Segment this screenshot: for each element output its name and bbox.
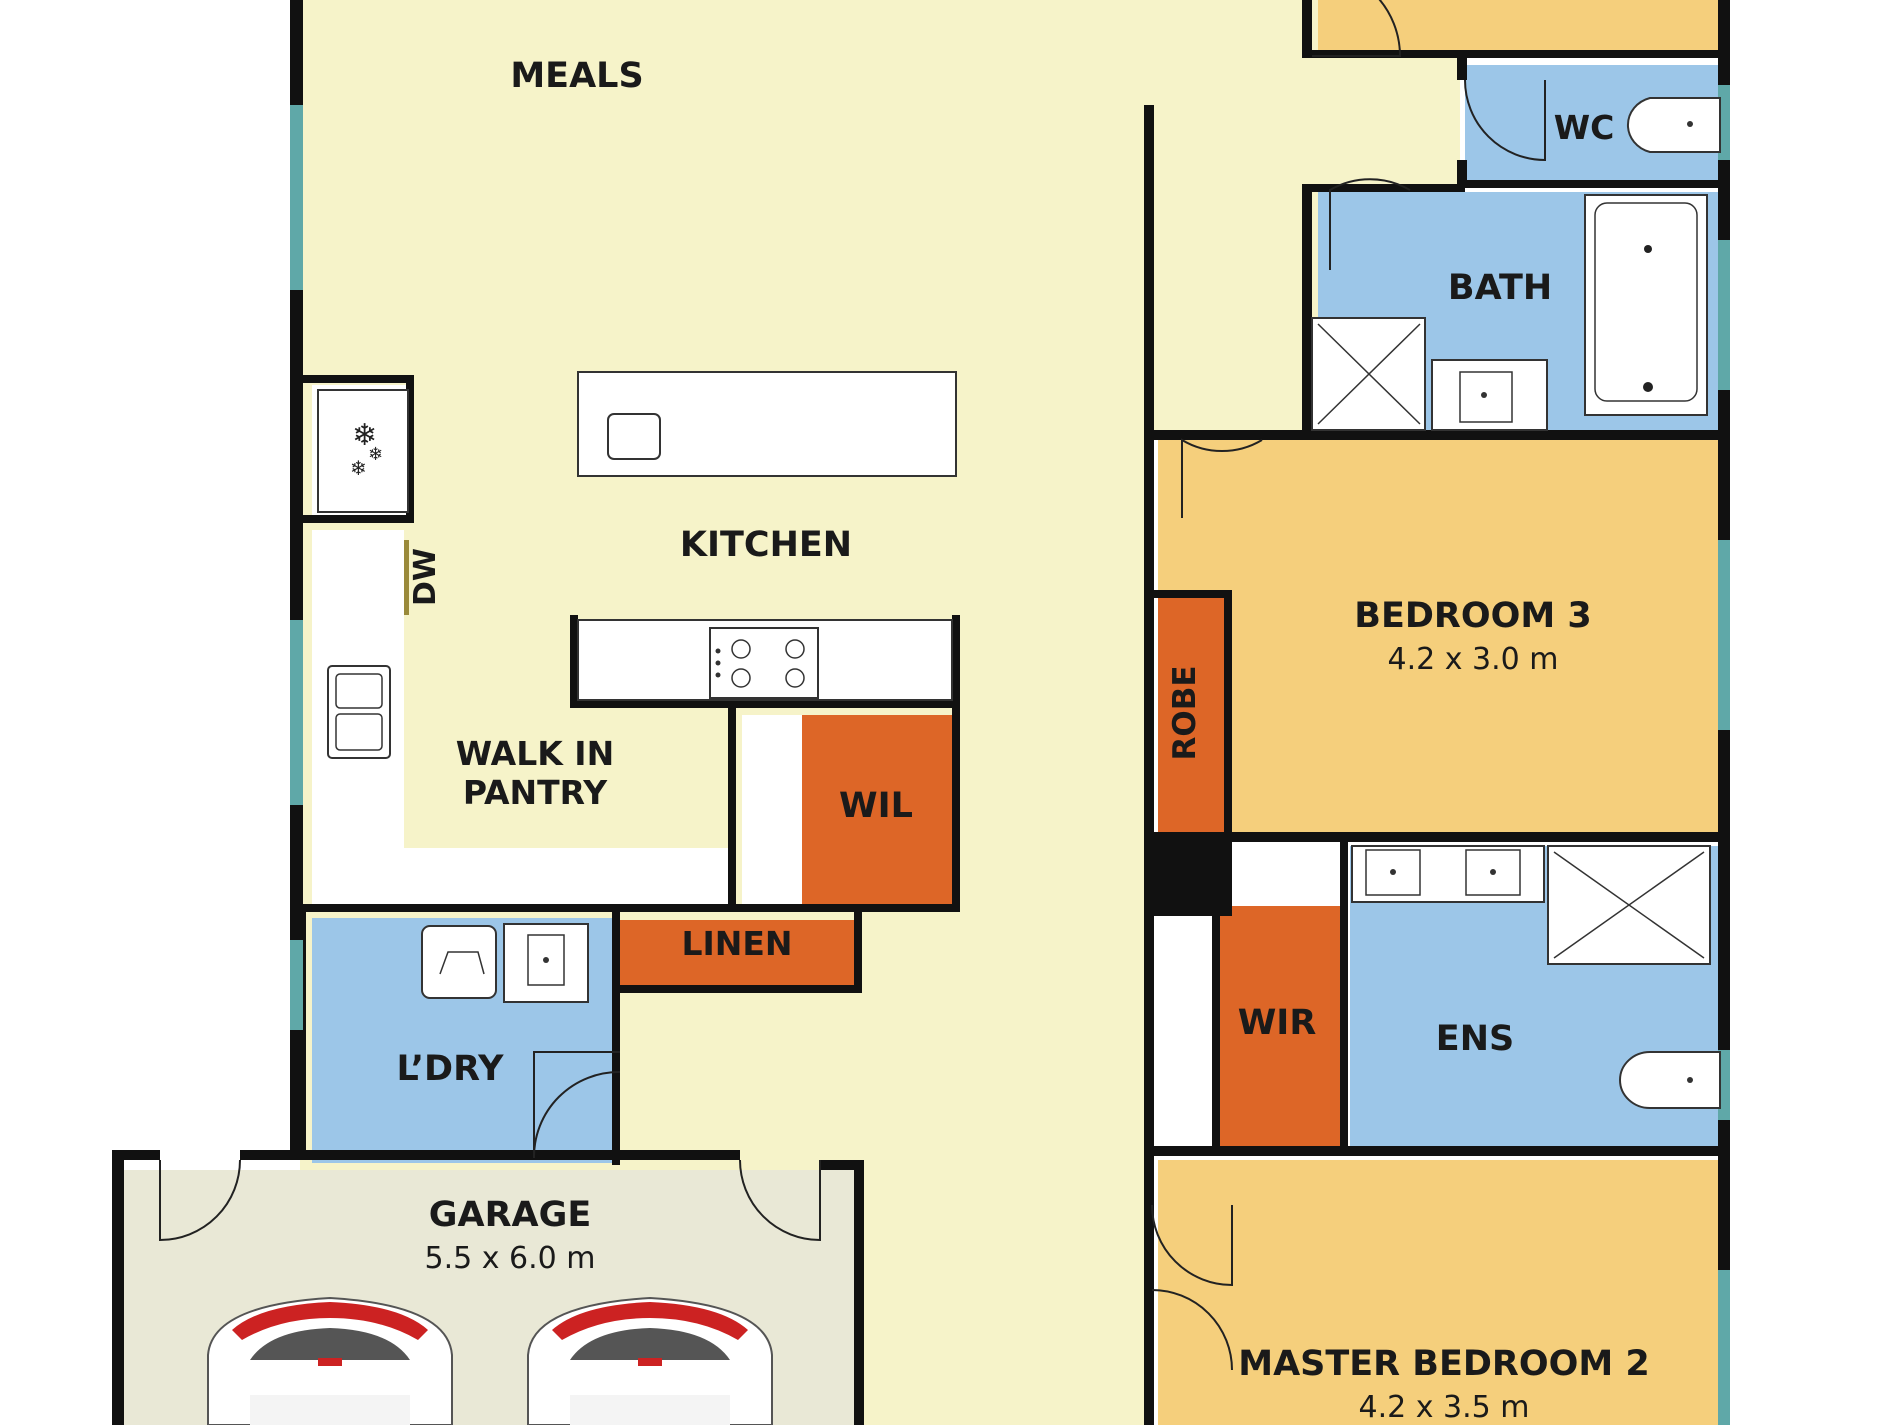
master-dims: 4.2 x 3.5 m [1358, 1390, 1529, 1425]
bath-label: BATH [1448, 268, 1552, 308]
island-sink [607, 413, 661, 460]
wil-label: WIL [839, 786, 913, 826]
meals-label: MEALS [510, 56, 643, 96]
dw-label: DW [408, 548, 443, 606]
double-sink [327, 665, 391, 759]
bedroom3-room [1158, 440, 1726, 837]
svg-text:❄: ❄ [352, 418, 377, 453]
pantry-bench [404, 848, 730, 908]
wir-label: WIR [1238, 1003, 1317, 1043]
car-right [527, 1296, 773, 1425]
wc-label: WC [1554, 108, 1615, 147]
windows [290, 85, 1730, 1425]
walls [112, 0, 1730, 1425]
robe-gap [1236, 846, 1348, 901]
robe-label: ROBE [1167, 665, 1203, 760]
garage-label: GARAGE [429, 1195, 592, 1235]
svg-text:❄: ❄ [368, 444, 383, 465]
washer [421, 925, 497, 999]
ens-label: ENS [1436, 1019, 1514, 1059]
wc-toilet [1626, 97, 1721, 153]
pantry-label-line1: WALK IN [456, 734, 614, 773]
kitchen-label: KITCHEN [680, 525, 852, 565]
bathtub [1584, 194, 1708, 416]
garage-dims: 5.5 x 6.0 m [424, 1241, 595, 1276]
wil-front [742, 715, 802, 910]
bedroom-top [1318, 0, 1726, 56]
fridge [317, 389, 409, 513]
ens-vanity [1351, 845, 1545, 903]
svg-text:❄: ❄ [350, 456, 367, 480]
linen-closet [620, 920, 858, 990]
labels: MEALS KITCHEN DW WALK IN PANTRY WIL LINE… [397, 56, 1650, 1425]
laundry-label: L’DRY [397, 1049, 505, 1089]
linen-label: LINEN [681, 924, 792, 963]
ens-toilet [1619, 1051, 1721, 1109]
fixtures: ❄ ❄ ❄ [317, 97, 1721, 1109]
pantry-label-line2: PANTRY [463, 773, 608, 812]
master-label: MASTER BEDROOM 2 [1238, 1344, 1650, 1384]
master-room [1158, 1160, 1726, 1425]
wir-front [1158, 916, 1218, 1146]
wir-closet [1218, 906, 1345, 1146]
wil-closet [802, 715, 954, 910]
doors [159, 0, 1546, 1371]
pantry-room [404, 718, 674, 848]
robe-closet [1158, 598, 1230, 833]
bedroom3-dims: 4.2 x 3.0 m [1387, 642, 1558, 677]
bath-vanity [1431, 359, 1548, 431]
bedroom3-label: BEDROOM 3 [1354, 596, 1591, 636]
cooktop [709, 627, 819, 699]
car-left [207, 1296, 453, 1425]
